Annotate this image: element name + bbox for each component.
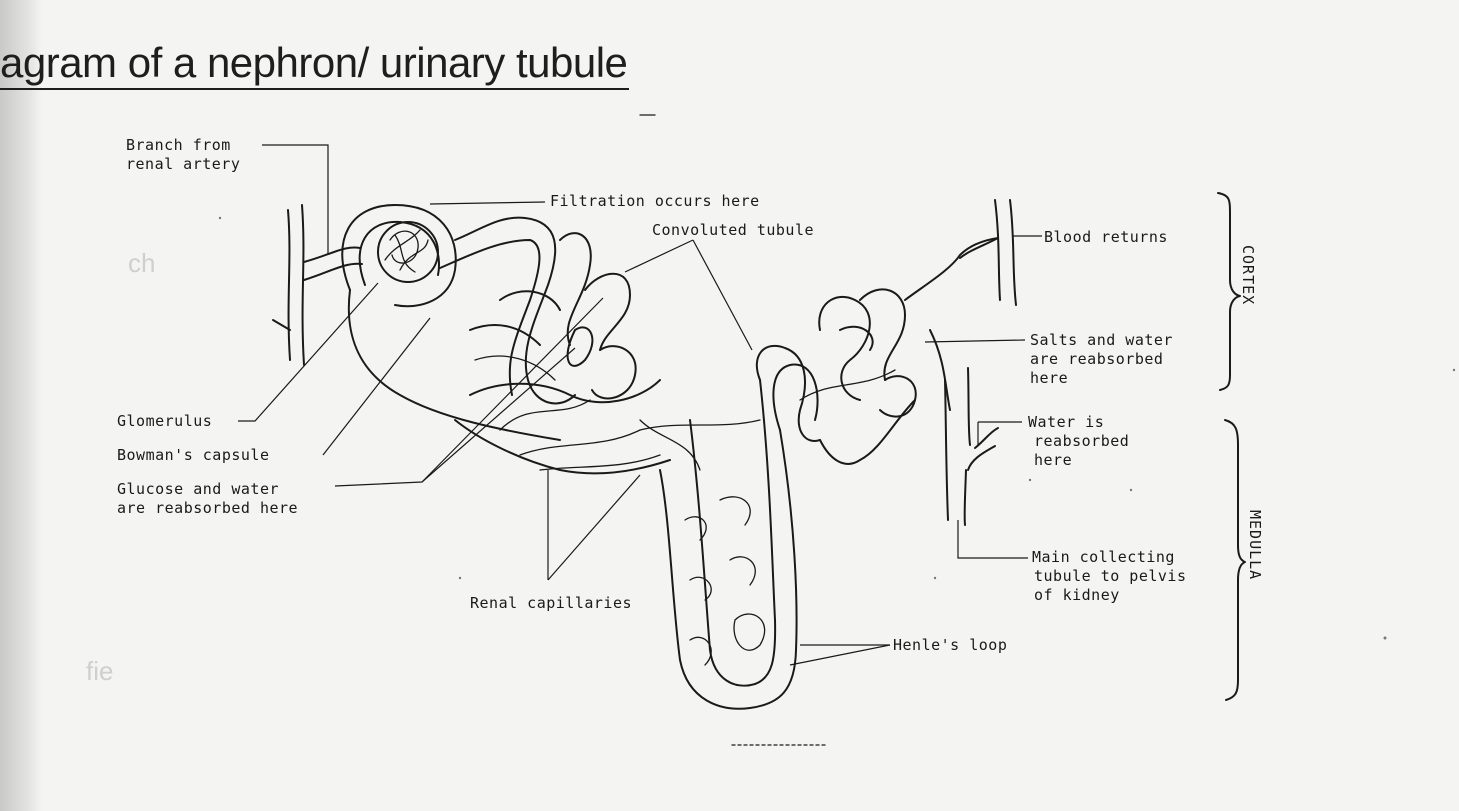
label-water-line3: here: [1034, 451, 1072, 469]
cortex-label: CORTEX: [1239, 245, 1257, 305]
page-edge-shadow: [0, 0, 42, 811]
label-branch-line2: renal artery: [126, 155, 240, 173]
label-bowmans-capsule: Bowman's capsule: [117, 446, 270, 464]
label-collecting-line2: tubule to pelvis: [1034, 567, 1187, 585]
label-convoluted-tubule: Convoluted tubule: [652, 221, 814, 239]
label-glucose-line1: Glucose and water: [117, 480, 279, 498]
page-title: agram of a nephron/ urinary tubule: [0, 38, 630, 90]
label-branch-line1: Branch from: [126, 136, 231, 154]
label-water-line2: reabsorbed: [1034, 432, 1129, 450]
scan-specks: [218, 114, 1456, 746]
henles-loop-shape: [659, 379, 798, 710]
label-filtration: Filtration occurs here: [550, 192, 760, 210]
blood-return-vessel: [959, 199, 1017, 306]
label-salts-line2: are reabsorbed: [1030, 350, 1163, 368]
renal-capillaries-shape: [474, 355, 896, 471]
ghost-text-1: ch: [128, 248, 155, 278]
collecting-tubule-shape: [944, 367, 999, 526]
proximal-convoluted-tubule: [439, 216, 671, 475]
ghost-text-2: fie: [86, 656, 113, 686]
cortex-bracket: [1217, 192, 1241, 391]
distal-convoluted-tubule: [755, 237, 999, 465]
leader-lines: [238, 144, 1042, 666]
label-glucose-line2: are reabsorbed here: [117, 499, 298, 517]
renal-artery-branch: [272, 204, 363, 366]
label-glomerulus: Glomerulus: [117, 412, 212, 430]
label-salts-line3: here: [1030, 369, 1068, 387]
label-henles-loop: Henle's loop: [893, 636, 1007, 654]
medulla-label: MEDULLA: [1246, 510, 1264, 580]
label-collecting-line3: of kidney: [1034, 586, 1120, 604]
medulla-bracket: [1224, 419, 1246, 701]
label-renal-capillaries: Renal capillaries: [470, 594, 632, 612]
label-water-line1: Water is: [1028, 413, 1104, 431]
label-blood-returns: Blood returns: [1044, 228, 1168, 246]
label-collecting-line1: Main collecting: [1032, 548, 1175, 566]
label-salts-line1: Salts and water: [1030, 331, 1173, 349]
glomerulus-shape: [377, 221, 439, 283]
